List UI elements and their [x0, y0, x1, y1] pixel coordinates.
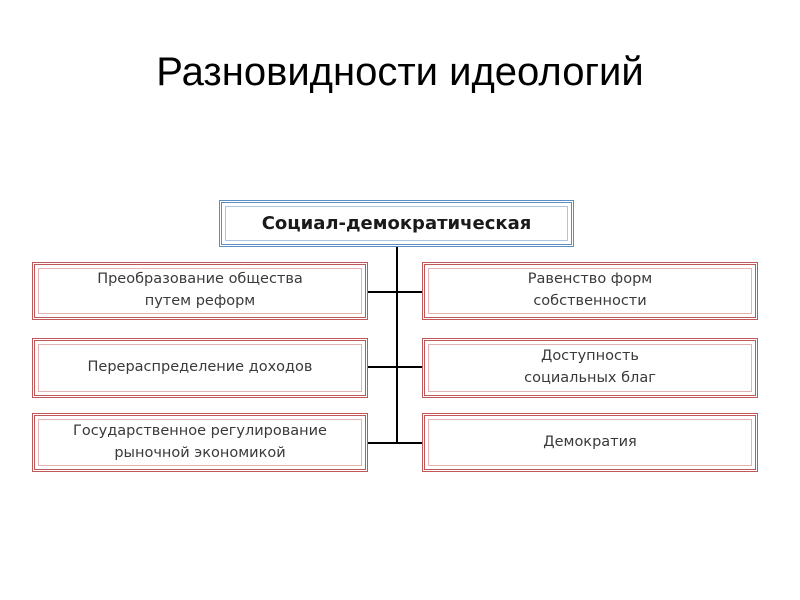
left-node-1-label: Преобразование общества путем реформ — [97, 271, 303, 309]
root-node-label: Социал-демократическая — [261, 213, 532, 234]
left-node-3-label: Государственное регулирование рыночной э… — [73, 422, 327, 461]
right-node-1-label: Равенство форм собственности — [527, 271, 653, 309]
left-node-2-label: Перераспределение доходов — [87, 359, 313, 376]
right-node-3: Демократия — [422, 413, 758, 472]
left-node-3: Государственное регулирование рыночной э… — [32, 413, 368, 472]
right-node-2-label: Доступность социальных благ — [524, 348, 656, 386]
slide-title: Разновидности идеологий — [156, 50, 644, 94]
left-node-1: Преобразование общества путем реформ — [32, 262, 368, 320]
right-node-3-label: Демократия — [543, 433, 637, 450]
right-node-1: Равенство форм собственности — [422, 262, 758, 320]
root-node: Социал-демократическая — [219, 200, 574, 247]
left-node-2: Перераспределение доходов — [32, 338, 368, 398]
right-node-2: Доступность социальных благ — [422, 338, 758, 398]
